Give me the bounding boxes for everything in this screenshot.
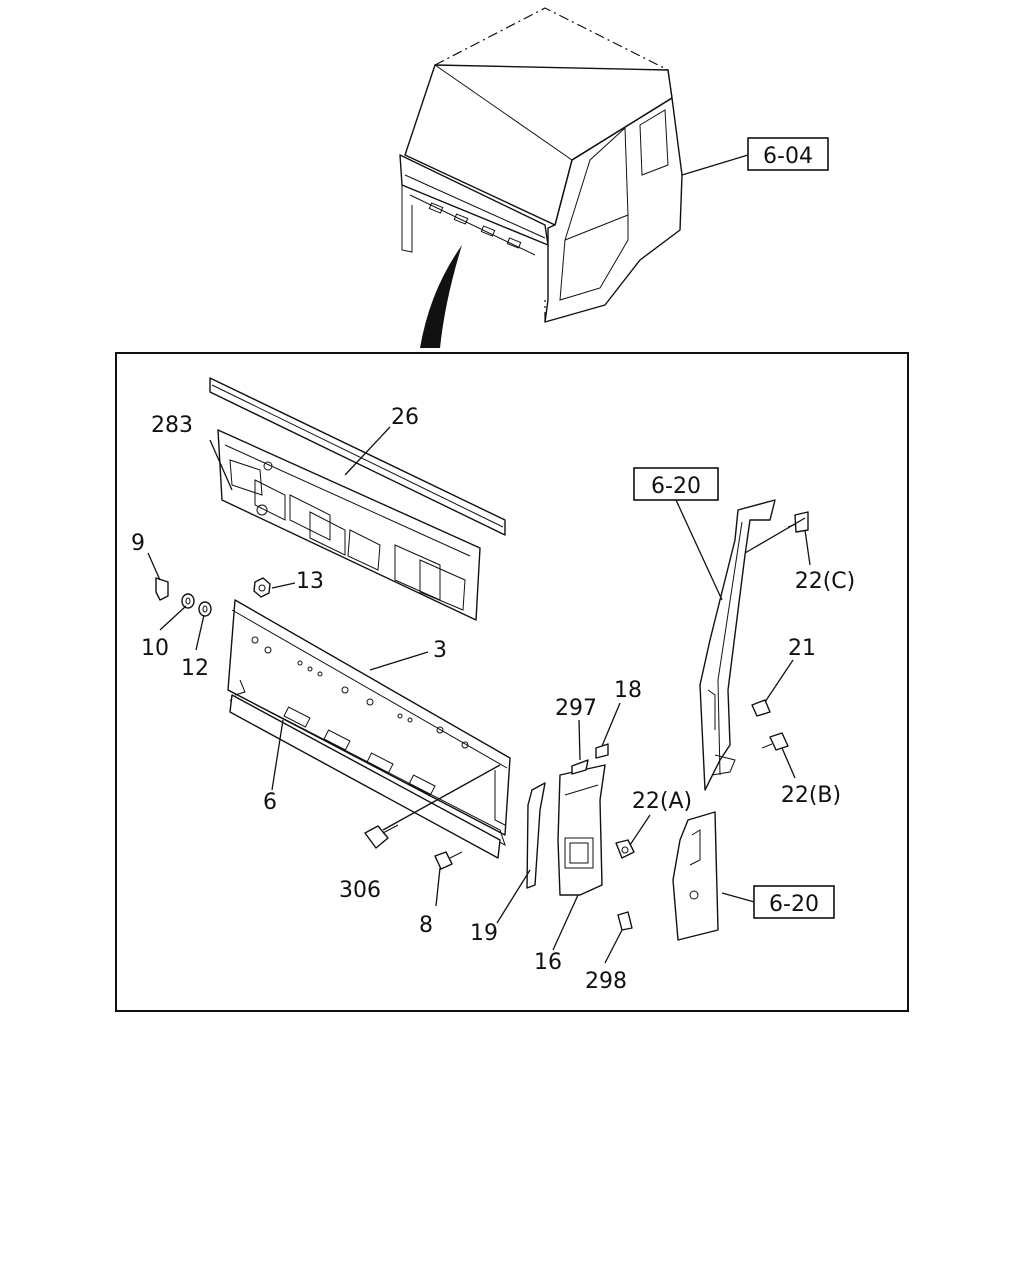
part-22a-screw <box>615 839 635 859</box>
label-8: 8 <box>419 913 433 938</box>
label-306: 306 <box>339 878 381 903</box>
part-9-clip <box>155 577 169 601</box>
part-306-bolt <box>364 824 399 849</box>
ref-6-04[interactable]: 6-04 <box>681 137 829 176</box>
label-21: 21 <box>788 636 816 661</box>
label-19: 19 <box>470 921 498 946</box>
cab-illustration <box>399 7 683 348</box>
ref-6-04-label: 6-04 <box>763 144 813 169</box>
ref-6-20-panel[interactable]: 6-20 <box>753 885 835 919</box>
label-9: 9 <box>131 531 145 556</box>
part-19-strip <box>526 782 546 889</box>
part-283-panel <box>217 429 481 621</box>
label-22c: 22(C) <box>795 569 856 594</box>
ref-6-20-pillar-label: 6-20 <box>651 474 701 499</box>
label-18: 18 <box>614 678 642 703</box>
ref-6-20-pillar[interactable]: 6-20 <box>633 467 719 501</box>
label-12: 12 <box>181 656 209 681</box>
part-298-clip <box>617 911 633 931</box>
part-26-rail <box>209 377 506 536</box>
part-13-nut <box>253 577 271 598</box>
part-21-clip <box>751 699 771 717</box>
part-297-clip <box>571 759 589 775</box>
part-18-clip <box>595 743 609 759</box>
label-10: 10 <box>141 636 169 661</box>
label-6: 6 <box>263 790 277 815</box>
part-22b-screw <box>761 732 789 751</box>
label-3: 3 <box>433 638 447 663</box>
label-22b: 22(B) <box>781 783 841 808</box>
detail-frame <box>115 352 909 1012</box>
part-side-panel <box>672 811 719 941</box>
label-297: 297 <box>555 696 597 721</box>
label-16: 16 <box>534 950 562 975</box>
part-16-corner-cover <box>557 764 606 896</box>
part-3-front-panel <box>227 599 511 859</box>
label-13: 13 <box>296 569 324 594</box>
label-283: 283 <box>151 413 193 438</box>
label-26: 26 <box>391 405 419 430</box>
ref-6-20-panel-label: 6-20 <box>769 892 819 917</box>
leader-lines <box>147 426 811 964</box>
label-22a: 22(A) <box>632 789 692 814</box>
part-pillar <box>699 499 776 791</box>
label-298: 298 <box>585 969 627 994</box>
part-8-bolt <box>434 851 463 870</box>
part-10-washer <box>181 593 195 609</box>
part-12-washer <box>198 601 212 617</box>
